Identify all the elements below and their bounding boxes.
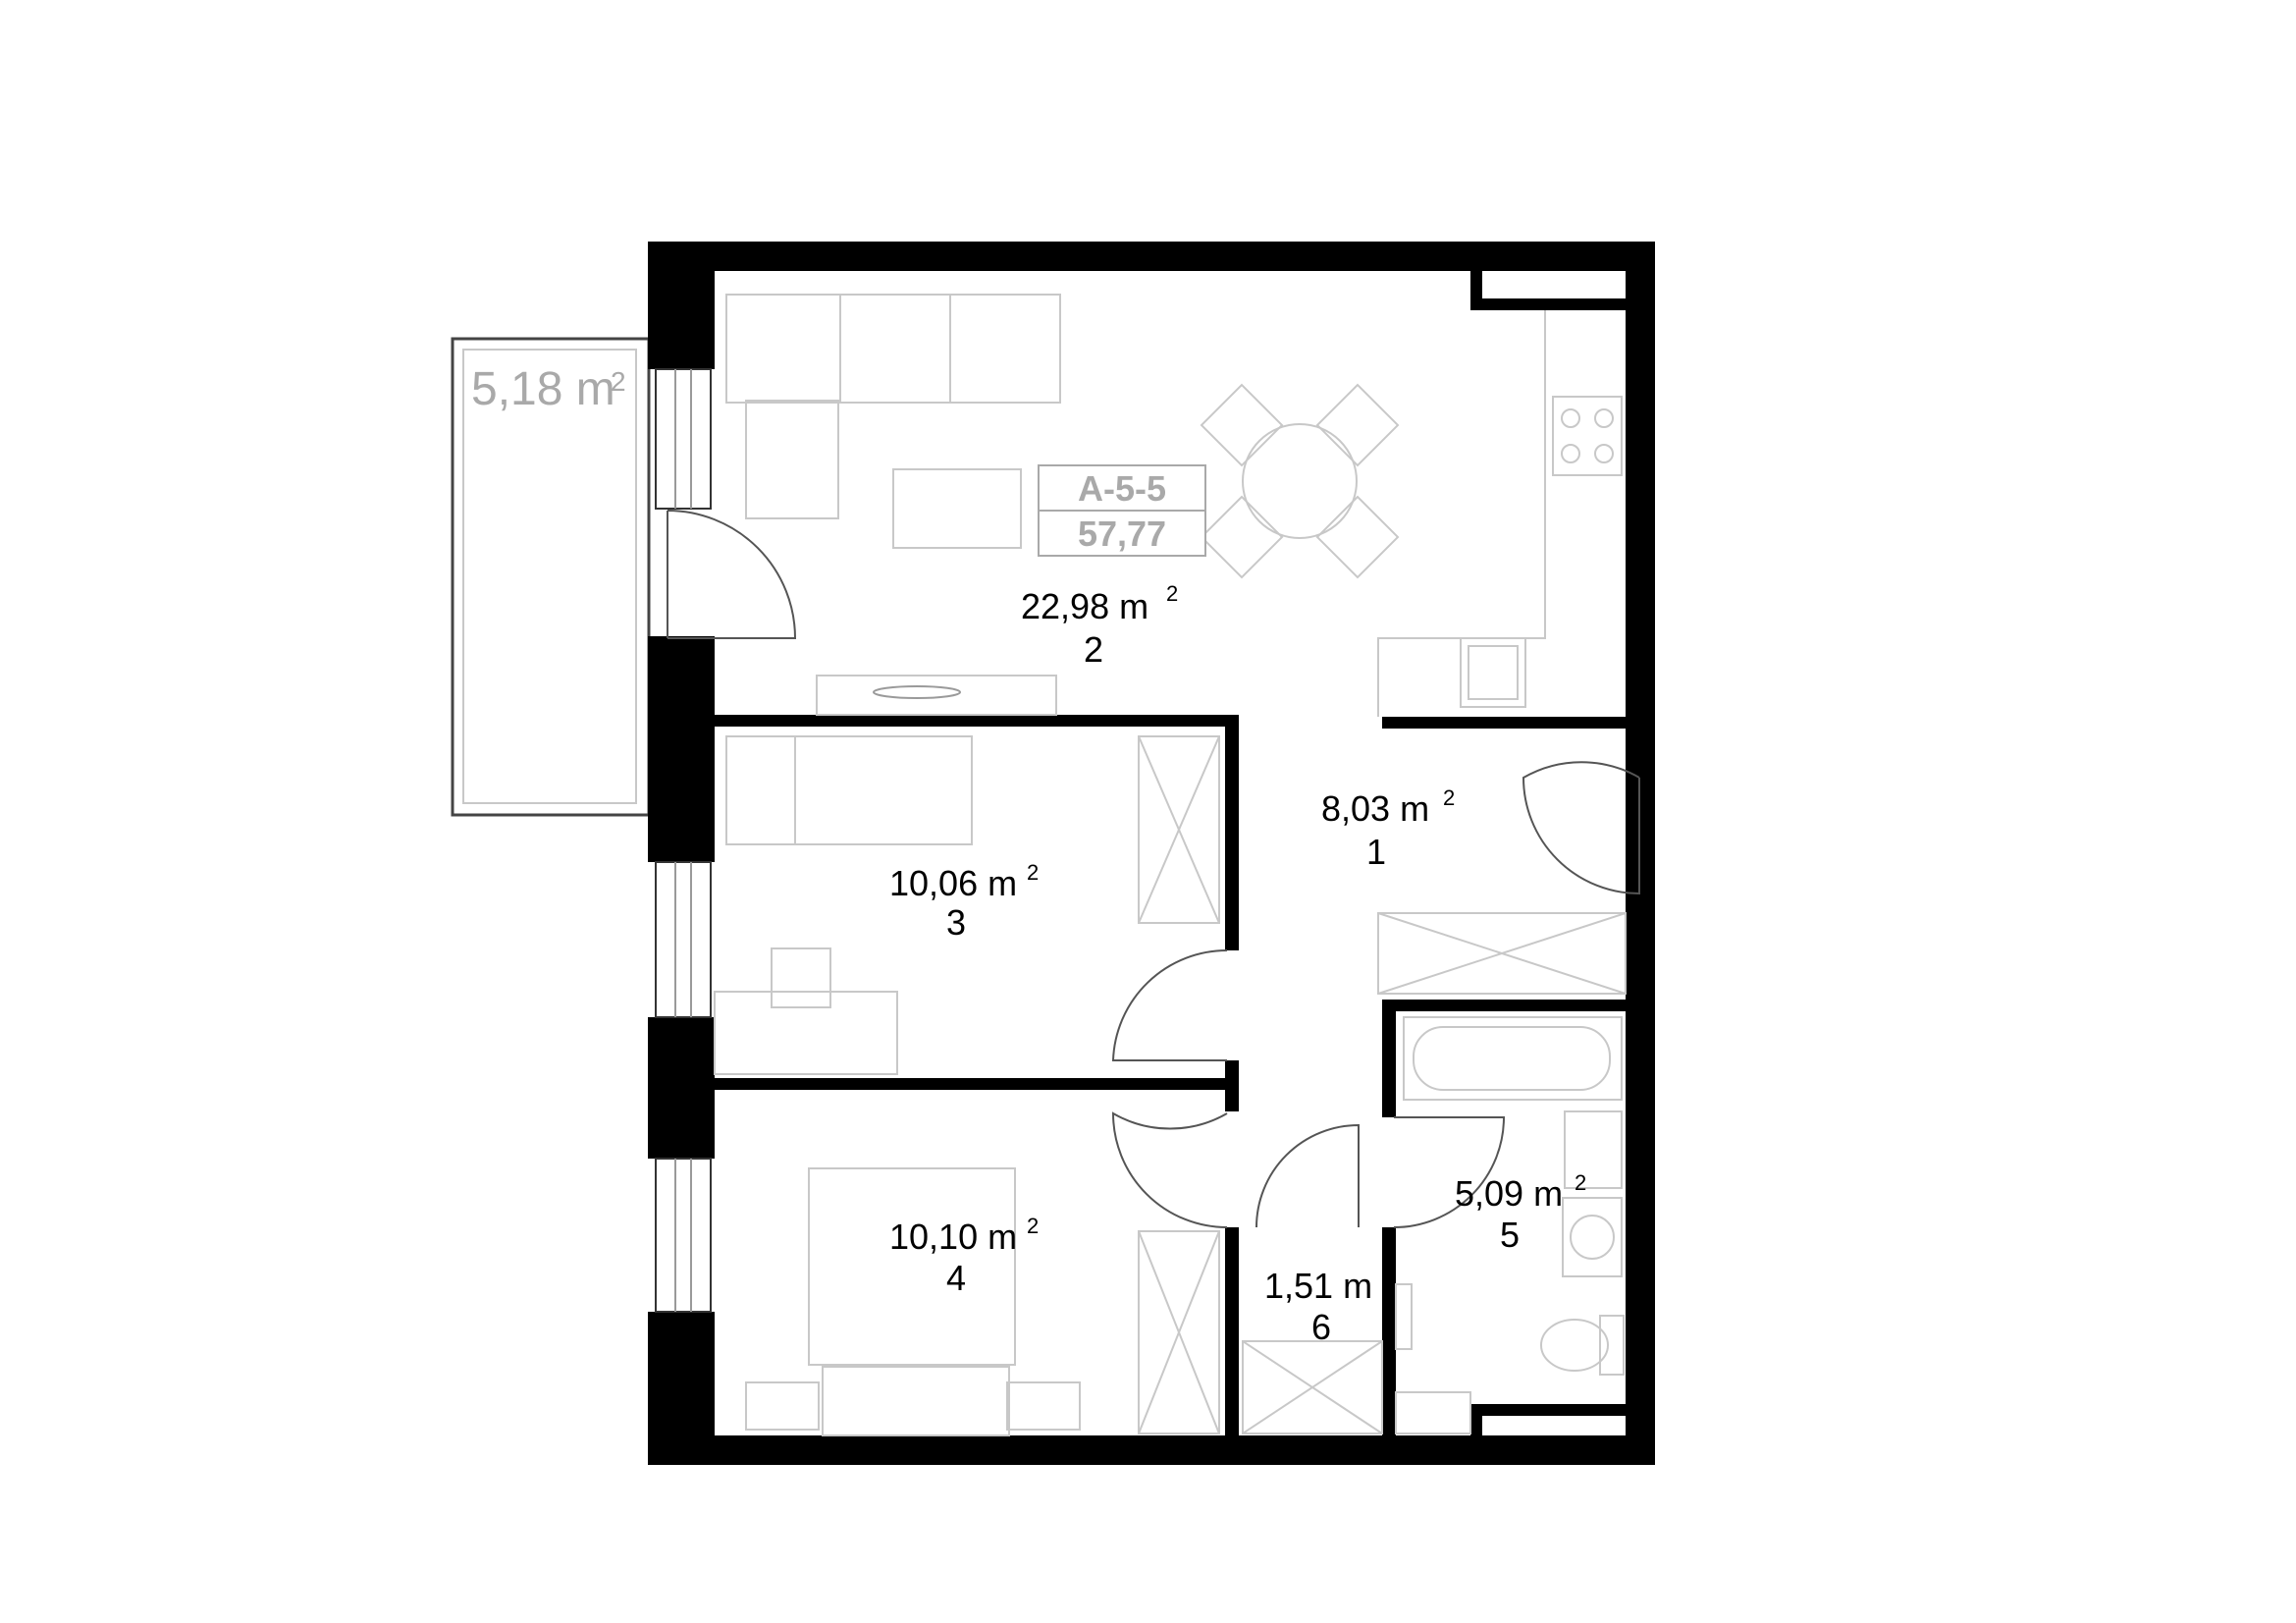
room-label-4: 10,10 m 2 4 <box>889 1214 1039 1298</box>
door-wc <box>1255 1123 1360 1228</box>
door-entrance <box>1522 761 1640 895</box>
apartment-label: A-5-5 57,77 <box>1038 464 1206 557</box>
window-living <box>655 368 712 510</box>
room-area: 10,06 m <box>889 863 1017 903</box>
window-room3 <box>655 861 712 1018</box>
room-label-3: 10,06 m 2 3 <box>889 860 1039 943</box>
room-label-5: 5,09 m 2 5 <box>1455 1170 1586 1255</box>
room4-furniture <box>745 1167 1220 1436</box>
door-room4 <box>1111 1111 1228 1228</box>
windows <box>655 368 712 1313</box>
room-number: 4 <box>946 1258 966 1298</box>
kitchen-furniture <box>1377 310 1623 717</box>
room-area: 8,03 m <box>1321 788 1429 829</box>
balcony-area-label: 5,18 m 2 <box>471 363 626 415</box>
room3-furniture <box>714 735 1220 1075</box>
window-room4 <box>655 1158 712 1313</box>
living-furniture <box>725 294 1400 716</box>
room-area: 22,98 m <box>1021 586 1148 626</box>
room-label-6: 1,51 m 6 <box>1264 1266 1372 1347</box>
room-area-sup: 2 <box>1027 860 1039 885</box>
room-area-sup: 2 <box>1166 581 1178 606</box>
room-area: 10,10 m <box>889 1217 1017 1257</box>
door-balcony <box>667 510 797 639</box>
bath-furniture <box>1242 912 1627 1434</box>
room-label-1: 8,03 m 2 1 <box>1321 785 1455 872</box>
room-number: 6 <box>1311 1307 1331 1347</box>
interior-walls <box>715 271 1655 1437</box>
room-area: 1,51 m <box>1264 1266 1372 1306</box>
room-number: 3 <box>946 902 966 943</box>
room-number: 1 <box>1366 832 1386 872</box>
door-room3 <box>1111 949 1228 1061</box>
room-area: 5,09 m <box>1455 1173 1563 1214</box>
apartment-code: A-5-5 <box>1078 468 1166 509</box>
room-area-sup: 2 <box>1027 1214 1039 1238</box>
balcony <box>451 337 651 817</box>
room-number: 2 <box>1084 629 1103 670</box>
apartment-total-area: 57,77 <box>1078 514 1166 554</box>
door-bath <box>1393 1116 1506 1228</box>
room-number: 5 <box>1500 1215 1520 1255</box>
outer-walls <box>648 242 1655 1465</box>
doors <box>667 510 1640 1228</box>
room-label-2: 22,98 m 2 2 <box>1021 581 1178 670</box>
balcony-area: 5,18 m <box>471 363 615 415</box>
room-area-sup: 2 <box>1575 1170 1586 1195</box>
room-area-sup: 2 <box>1443 785 1455 810</box>
balcony-area-sup: 2 <box>611 366 626 397</box>
